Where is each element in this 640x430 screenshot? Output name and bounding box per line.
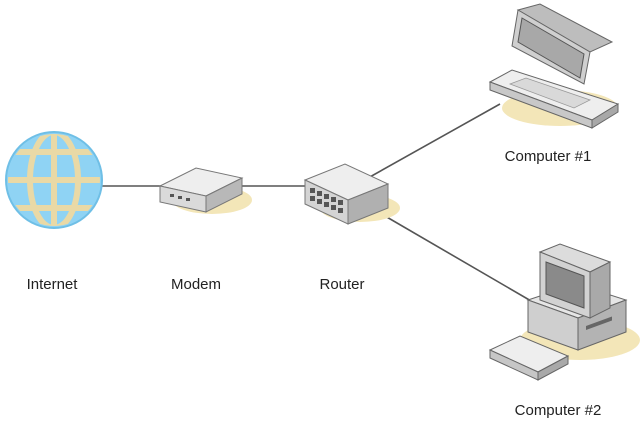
connection-router-computer1 [367,103,501,179]
computer1-label: Computer #1 [504,148,592,165]
router-icon [303,163,400,225]
globe-icon [5,131,103,229]
computer2-label: Computer #2 [514,402,602,419]
modem-icon [158,167,252,214]
laptop-icon [488,3,620,129]
internet-label: Internet [26,276,78,293]
connection-lines [100,103,539,306]
modem-label: Modem [170,276,222,293]
desktop-computer-icon [488,243,640,381]
connection-router-computer2 [384,215,539,306]
router-label: Router [319,276,365,293]
